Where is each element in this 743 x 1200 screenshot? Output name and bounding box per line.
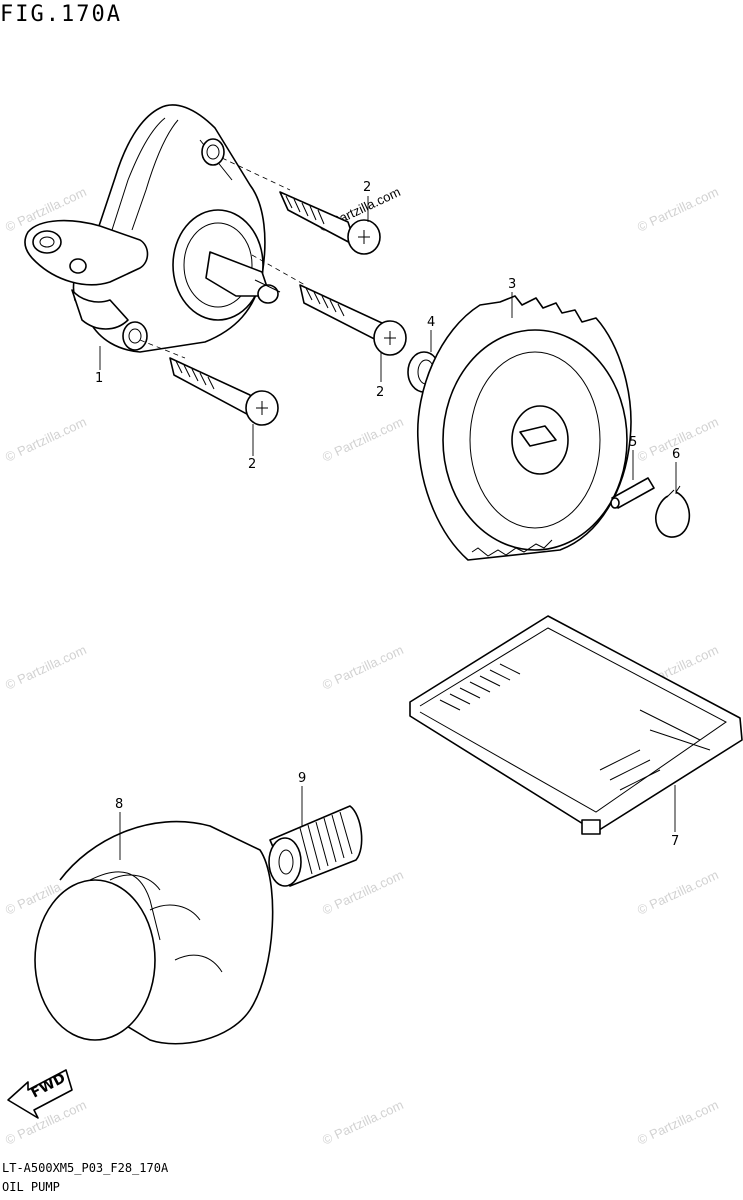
bolt-drawing bbox=[299, 284, 407, 356]
watermark: © Partzilla.com bbox=[320, 867, 406, 918]
callout-4: 4 bbox=[427, 315, 435, 330]
watermark: © Partzilla.com bbox=[635, 184, 721, 235]
pin-drawing bbox=[610, 477, 655, 509]
callout-6: 6 bbox=[672, 447, 680, 462]
callout-9: 9 bbox=[298, 771, 306, 786]
alignment-line bbox=[251, 254, 306, 286]
watermark: © Partzilla.com bbox=[3, 414, 89, 465]
alignment-line bbox=[221, 157, 291, 191]
watermark: © Partzilla.com bbox=[320, 642, 406, 693]
callout-3: 3 bbox=[508, 277, 516, 292]
watermark: © Partzilla.com bbox=[3, 642, 89, 693]
watermark: © Partzilla.com bbox=[635, 867, 721, 918]
circlip-drawing bbox=[655, 485, 691, 538]
callout-2: 2 bbox=[363, 180, 371, 195]
callout-2: 2 bbox=[248, 457, 256, 472]
callout-2: 2 bbox=[376, 385, 384, 400]
bolt-drawing bbox=[279, 191, 381, 255]
figure-title: FIG.170A bbox=[0, 2, 122, 27]
callout-1: 1 bbox=[95, 371, 103, 386]
callout-5: 5 bbox=[629, 435, 637, 450]
alignment-line bbox=[139, 339, 186, 359]
union-bolt-drawing bbox=[268, 805, 363, 887]
drawing-code: LT-A500XM5_P03_F28_170A bbox=[2, 1161, 169, 1175]
bolt-drawing bbox=[169, 357, 279, 426]
watermark: © Partzilla.com bbox=[635, 1097, 721, 1148]
oil-filter-drawing bbox=[34, 820, 274, 1045]
watermark: © Partzilla.com bbox=[320, 1097, 406, 1148]
callout-7: 7 bbox=[671, 834, 679, 849]
figure-caption: OIL PUMP bbox=[2, 1180, 60, 1194]
watermark: © Partzilla.com bbox=[320, 414, 406, 465]
driven-gear-drawing bbox=[416, 295, 632, 561]
callout-8: 8 bbox=[115, 797, 123, 812]
oil-strainer-drawing bbox=[409, 615, 743, 835]
oil-pump-body-drawing bbox=[24, 104, 281, 353]
